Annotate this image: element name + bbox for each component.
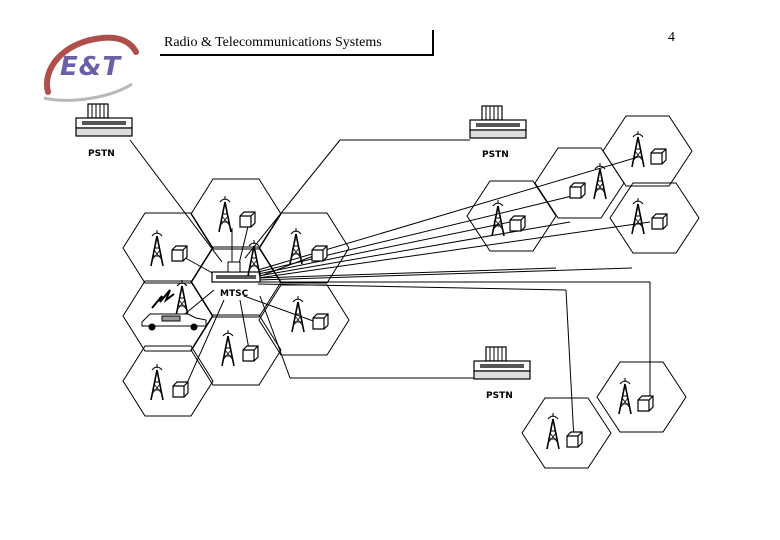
base-station-icon [311,245,328,262]
base-station-icon [242,345,259,362]
base-station-icon [650,148,667,165]
cell-group-left [122,178,350,417]
pstn-node: PSTN [469,105,527,160]
cell-tower-icon [618,377,632,415]
e-and-t-logo [43,34,139,102]
hex-cell [534,147,625,219]
base-station-icon [566,431,583,448]
page-number: 4 [668,30,675,45]
base-station-icon [171,245,188,262]
cell-tower-icon [631,130,645,168]
hex-cell [602,115,693,187]
logo-text: E&T [60,52,122,82]
pstn-label: PSTN [482,150,509,160]
pstn-node: PSTN [75,103,133,159]
pstn-label: PSTN [486,391,513,401]
header-box [160,30,434,56]
cell-tower-icon [175,279,189,317]
hex-cell [466,180,557,252]
cell-group-bottom-right [521,361,687,469]
cell-group-right [466,115,700,254]
base-station-icon [637,395,654,412]
lightning-icon [151,289,175,309]
mobile-car-icon [141,313,207,331]
pstn-node: PSTN [473,346,531,401]
base-station-icon [239,211,256,228]
mtsc-switch-icon [211,239,261,283]
hex-cell [521,397,612,469]
hex-cell [122,345,214,417]
header-title: Radio & Telecommunications Systems [164,35,382,50]
connection-lines [129,139,651,441]
base-station-icon [569,182,586,199]
cell-tower-icon [491,199,505,237]
hex-cell [609,182,700,254]
pstn-label: PSTN [88,149,115,159]
hex-cell [258,284,350,356]
cell-tower-icon [150,229,164,267]
cell-tower-icon [221,329,235,367]
base-station-icon [312,313,329,330]
cell-tower-icon [631,197,645,235]
base-station-icon [651,213,668,230]
hex-cell [190,314,282,386]
hex-cell [122,280,214,352]
hex-cell [122,212,214,284]
cell-tower-icon [546,412,560,450]
cell-tower-icon [218,195,232,233]
hex-cell [596,361,687,433]
cell-tower-icon [150,363,164,401]
mtsc-label: MTSC [220,289,249,299]
base-station-icon [509,215,526,232]
base-station-icon [172,381,189,398]
